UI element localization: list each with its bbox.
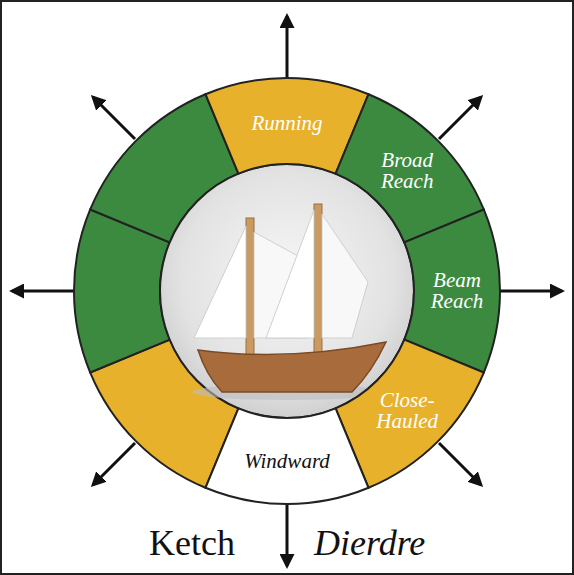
arrow <box>93 443 135 485</box>
sector-label: Running <box>227 113 347 134</box>
arrow <box>439 97 481 139</box>
sail <box>194 226 246 338</box>
label-holder: Ketch <box>149 524 235 564</box>
direction-arrows <box>12 16 562 566</box>
sail <box>322 214 368 338</box>
arrow <box>439 443 481 485</box>
arrow <box>286 504 289 566</box>
mast <box>314 204 322 358</box>
arrow <box>500 290 562 293</box>
sail <box>266 210 314 338</box>
hull <box>198 342 386 392</box>
boat-name: Dierdre <box>314 524 425 564</box>
sector-label: Close-Hauled <box>370 390 444 432</box>
sector-outline <box>205 408 368 504</box>
arrow <box>12 290 74 293</box>
arrow <box>286 16 289 78</box>
sector-label: Broad Reach <box>370 150 444 192</box>
photo-circle <box>160 164 414 418</box>
boat-illustration <box>192 204 386 400</box>
ring-sector: Windward <box>203 406 371 506</box>
sector-label: Windward <box>227 451 347 472</box>
sector-label: Beam Reach <box>420 270 494 312</box>
arrow <box>93 97 135 139</box>
mast <box>246 218 254 358</box>
boat-name: Ketch <box>149 524 235 564</box>
label-holder: Dierdre <box>314 524 425 564</box>
